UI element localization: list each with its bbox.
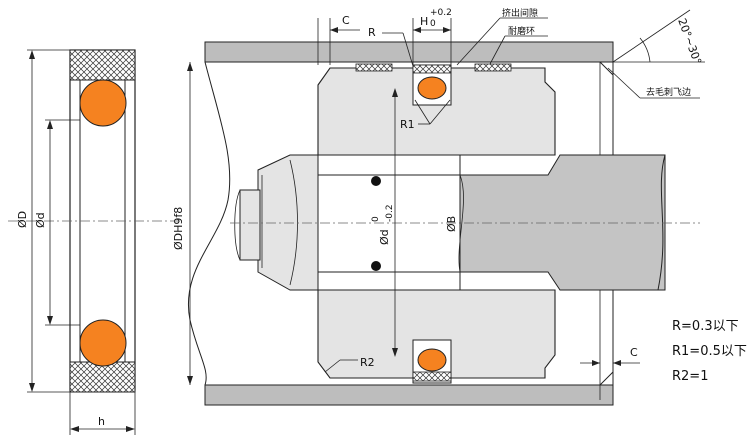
hatched-ring-top <box>69 49 136 81</box>
dim-H-tol-lower: 0 <box>430 19 436 29</box>
dim-DH9f8-label: ØDH9f8 <box>172 207 185 250</box>
dim-C-top-label: C <box>342 14 350 27</box>
oring-bottom <box>79 319 127 367</box>
inner-oring-bottom <box>371 261 381 271</box>
inner-oring-top <box>371 176 381 186</box>
dim-d-tol-lower: -0.2 <box>385 204 395 222</box>
label-deburr: 去毛刺飞边 <box>646 86 691 98</box>
dim-H-label: H <box>420 15 428 28</box>
dim-H-tol-upper: +0.2 <box>430 8 452 18</box>
note-R2: R2=1 <box>672 369 708 384</box>
piston-body-bottom <box>317 289 556 379</box>
bore-wall-bottom <box>204 384 614 406</box>
dim-d-label: Ød <box>34 212 47 228</box>
dim-B-label: ØB <box>445 216 458 232</box>
oring-top <box>79 79 127 127</box>
piston-rod <box>459 154 666 291</box>
note-R: R=0.3以下 <box>672 319 739 334</box>
dim-C-right-label: C <box>630 346 638 359</box>
wear-ring-left <box>355 63 393 72</box>
dim-d-tol-upper: 0 <box>371 216 381 222</box>
oring-groove-bottom <box>417 348 447 372</box>
installation-view: C R H +0.2 0 挤出间隙 耐磨环 20°~30° 去毛刺飞边 R1 <box>172 7 747 406</box>
note-R1: R1=0.5以下 <box>672 344 747 359</box>
label-wear-ring: 耐磨环 <box>508 25 535 37</box>
angle-label: 20°~30° <box>675 17 704 67</box>
dim-d-tol-label: Ød <box>378 229 391 245</box>
piston-bore <box>317 154 461 291</box>
dim-h-label: h <box>98 415 105 428</box>
hatched-ring-bottom <box>69 361 136 393</box>
dim-R-label: R <box>368 26 376 39</box>
dim-R1-label: R1 <box>400 118 415 131</box>
dim-R2-label: R2 <box>360 356 375 369</box>
dim-D-label: ØD <box>16 211 29 228</box>
oring-groove-top <box>417 76 447 100</box>
ring-section-view: ØD Ød h <box>8 49 180 435</box>
label-extrusion-gap: 挤出间隙 <box>502 7 538 19</box>
wear-ring-right <box>474 63 512 72</box>
hex-nut <box>234 154 319 291</box>
